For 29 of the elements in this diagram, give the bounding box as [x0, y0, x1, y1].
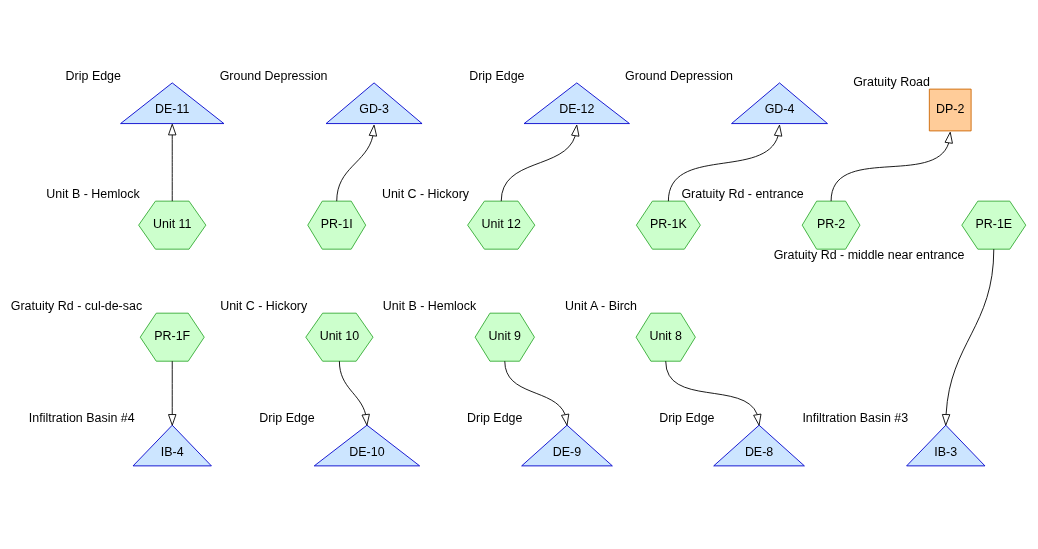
arrow: [336, 124, 378, 202]
node-label: Unit C - Hickory: [381, 186, 470, 201]
node-label: Unit B - Hemlock: [382, 298, 477, 313]
arrow: [941, 248, 995, 426]
node-label: Drip Edge: [659, 410, 715, 425]
node-label: Gratuity Road: [853, 74, 930, 89]
node-label: Drip Edge: [467, 410, 523, 425]
node-label: Gratuity Rd - entrance: [681, 186, 804, 201]
node-label: Unit A - Birch: [565, 298, 638, 313]
node-label: Infiltration Basin #3: [802, 410, 909, 425]
node-label: Unit C - Hickory: [220, 298, 308, 313]
arrow: [168, 360, 177, 426]
node-label: Drip Edge: [259, 410, 315, 425]
node-label: Ground Depression: [219, 68, 328, 83]
node-label: Unit B - Hemlock: [46, 186, 140, 201]
arrow: [665, 360, 762, 426]
node-box: DP-2: [928, 88, 972, 132]
node-label: Infiltration Basin #4: [28, 410, 135, 425]
node-label: Gratuity Rd - middle near entrance: [773, 248, 965, 263]
arrow: [168, 123, 177, 202]
node-label: Ground Depression: [625, 68, 733, 83]
node-label: Drip Edge: [469, 68, 525, 83]
node-label: Gratuity Rd - cul-de-sac: [10, 298, 143, 313]
arrow: [338, 360, 370, 426]
arrow: [667, 124, 783, 202]
node-label: Drip Edge: [65, 68, 121, 83]
arrow: [500, 124, 580, 202]
arrow: [830, 131, 953, 202]
arrow: [504, 360, 570, 426]
